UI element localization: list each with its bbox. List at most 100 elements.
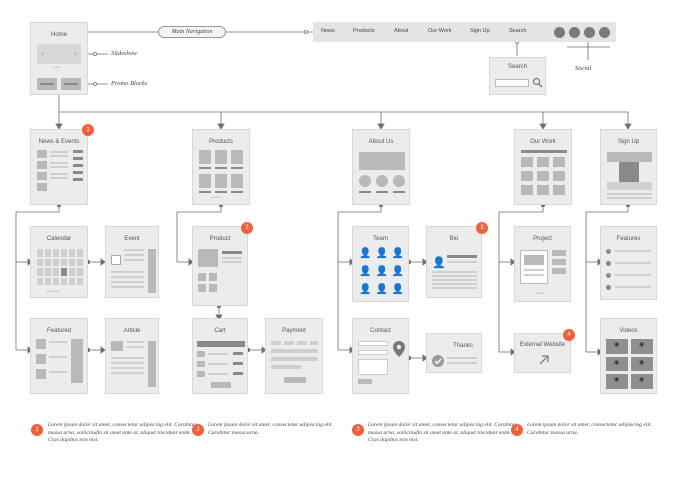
thumb [36,369,46,379]
note-text-4: Lorem ipsum dolor sit amet, consectetur … [527,422,652,436]
nav-item-news[interactable]: News [321,28,335,34]
contact-card[interactable]: Contact [352,318,409,394]
article-title: Article [123,328,141,334]
work-thumb [521,171,533,181]
video-thumb[interactable]: ◉ [631,339,653,354]
nav-item-about[interactable]: About [394,28,409,34]
message-field [358,359,388,375]
work-thumb [553,171,565,181]
text-line [432,283,477,285]
person-icon: 👤 [391,284,405,295]
thanks-card[interactable]: Thanks [426,333,482,373]
video-thumb[interactable]: ◉ [606,339,628,354]
note-badge-3: 3 [352,424,364,436]
play-icon: ◉ [614,342,620,348]
work-thumb [537,157,549,167]
video-thumb[interactable]: ◉ [631,356,653,372]
sidebar-line [73,178,83,181]
badge-1: 1 [82,124,94,136]
external-website-title: External Website [519,342,566,348]
calendar-card[interactable]: Calendar ••••• [30,226,88,298]
social-icon[interactable] [569,27,580,38]
work-thumb [521,185,533,195]
text-line [447,255,477,258]
pager-dots: ••••• [47,289,61,295]
chevron-left-icon: ‹ [41,48,44,58]
cart-item-thumb [197,371,205,377]
bio-card[interactable]: Bio 👤 [426,226,482,298]
note-badge-4: 4 [511,424,523,436]
person-icon: 👤 [359,284,372,295]
thumb [37,172,47,180]
video-thumb[interactable]: ◉ [606,356,628,372]
project-image [520,250,548,284]
social-icon[interactable] [599,27,610,38]
our-work-card[interactable]: Our Work [514,129,572,205]
promo-line [40,83,54,85]
features-card[interactable]: Features [600,226,657,300]
cart-card[interactable]: Cart [192,318,248,394]
product-card[interactable]: Product [192,226,248,306]
feature-bullet [606,261,611,266]
sidebar-line [73,150,83,153]
play-icon: ◉ [639,377,645,384]
video-thumb[interactable]: ◉ [631,374,653,389]
about-us-card[interactable]: About Us [352,129,410,205]
payment-title: Payment [282,328,306,334]
search-input[interactable] [495,79,529,87]
search-icon[interactable] [532,77,543,88]
social-icon[interactable] [584,27,595,38]
video-grid: ◉ ◉ ◉ ◉ ◉ ◉ [606,339,653,389]
text-line [615,286,651,288]
project-card[interactable]: Project ••• [514,226,571,302]
form-field [297,341,307,345]
submit-button[interactable] [358,379,372,384]
product-thumb [209,284,217,292]
nav-item-search[interactable]: Search [509,28,527,34]
product-thumb [199,150,211,164]
product-thumb [231,150,243,164]
text-line [607,197,652,199]
external-website-card[interactable]: External Website [514,333,571,373]
social-icon[interactable] [554,27,565,38]
project-block [552,268,566,274]
search-card[interactable]: Search [489,57,546,95]
pay-button[interactable] [284,377,306,383]
products-card[interactable]: Products •••• [192,129,250,205]
cart-title: Cart [214,328,226,334]
person-icon: 👤 [391,266,405,277]
videos-card[interactable]: Videos ◉ ◉ ◉ ◉ ◉ ◉ [600,318,657,394]
product-image [198,249,218,267]
event-card[interactable]: Event [105,226,159,298]
text-line [124,259,144,261]
contact-title: Contact [370,328,391,334]
video-thumb[interactable]: ◉ [606,374,628,389]
text-line [50,177,68,179]
note-badge-1: 1 [31,424,43,436]
featured-card[interactable]: Featured [30,318,88,394]
external-link-arrow-icon [539,355,549,365]
checkout-button[interactable] [211,382,231,388]
nav-item-products[interactable]: Products [353,28,375,34]
article-card[interactable]: Article [105,318,159,394]
news-events-card[interactable]: News & Events [30,129,88,205]
text-line [447,362,477,364]
text-line [432,271,477,273]
thanks-title: Thanks [453,343,473,349]
payment-card[interactable]: Payment [265,318,323,394]
event-title: Event [124,236,140,242]
team-card[interactable]: Team 👤 👤 👤 👤 👤 👤 👤 👤 👤 [352,226,409,302]
home-page-card[interactable]: Home ‹ › ••• [30,22,88,95]
nav-item-our-work[interactable]: Our Work [428,28,452,34]
form-field [271,341,281,345]
promo-blocks-label: Promo Blocks [111,80,148,87]
main-nav-bar[interactable]: News Products About Our Work Sign Up Sea… [313,22,616,42]
featured-title: Featured [46,328,71,334]
text-line [208,353,228,355]
text-line [447,261,477,263]
social-label: Social [575,65,592,72]
text-line [231,191,243,193]
event-date-icon [111,255,121,265]
nav-item-sign-up[interactable]: Sign Up [470,28,490,34]
sign-up-card[interactable]: Sign Up [600,129,657,205]
